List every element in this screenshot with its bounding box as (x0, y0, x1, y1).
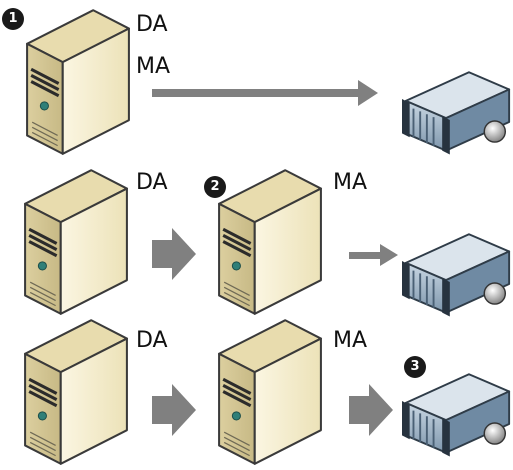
server-icon (23, 168, 129, 316)
server-icon (217, 318, 323, 466)
label-ma: MA (333, 170, 368, 195)
storage-array-icon (402, 71, 511, 156)
label-da: DA (136, 12, 168, 37)
arrow-right-icon (349, 244, 398, 266)
arrow-right-icon (152, 384, 196, 436)
step-badge-2: 2 (204, 176, 226, 198)
label-ma: MA (333, 328, 368, 353)
label-da: DA (136, 328, 168, 353)
row-3 (23, 318, 511, 466)
storage-array-icon (402, 373, 511, 458)
server-icon (23, 318, 129, 466)
server-icon (217, 168, 323, 316)
label-da: DA (136, 170, 168, 195)
arrow-right-icon (349, 384, 393, 436)
storage-array-icon (402, 233, 511, 318)
row-2 (23, 168, 511, 318)
arrow-right-icon (152, 228, 196, 280)
label-ma: MA (136, 54, 171, 79)
row-1 (25, 8, 511, 156)
server-icon (25, 8, 131, 156)
step-badge-3: 3 (404, 356, 426, 378)
arrow-right-icon (152, 80, 378, 106)
step-badge-1: 1 (2, 8, 24, 30)
